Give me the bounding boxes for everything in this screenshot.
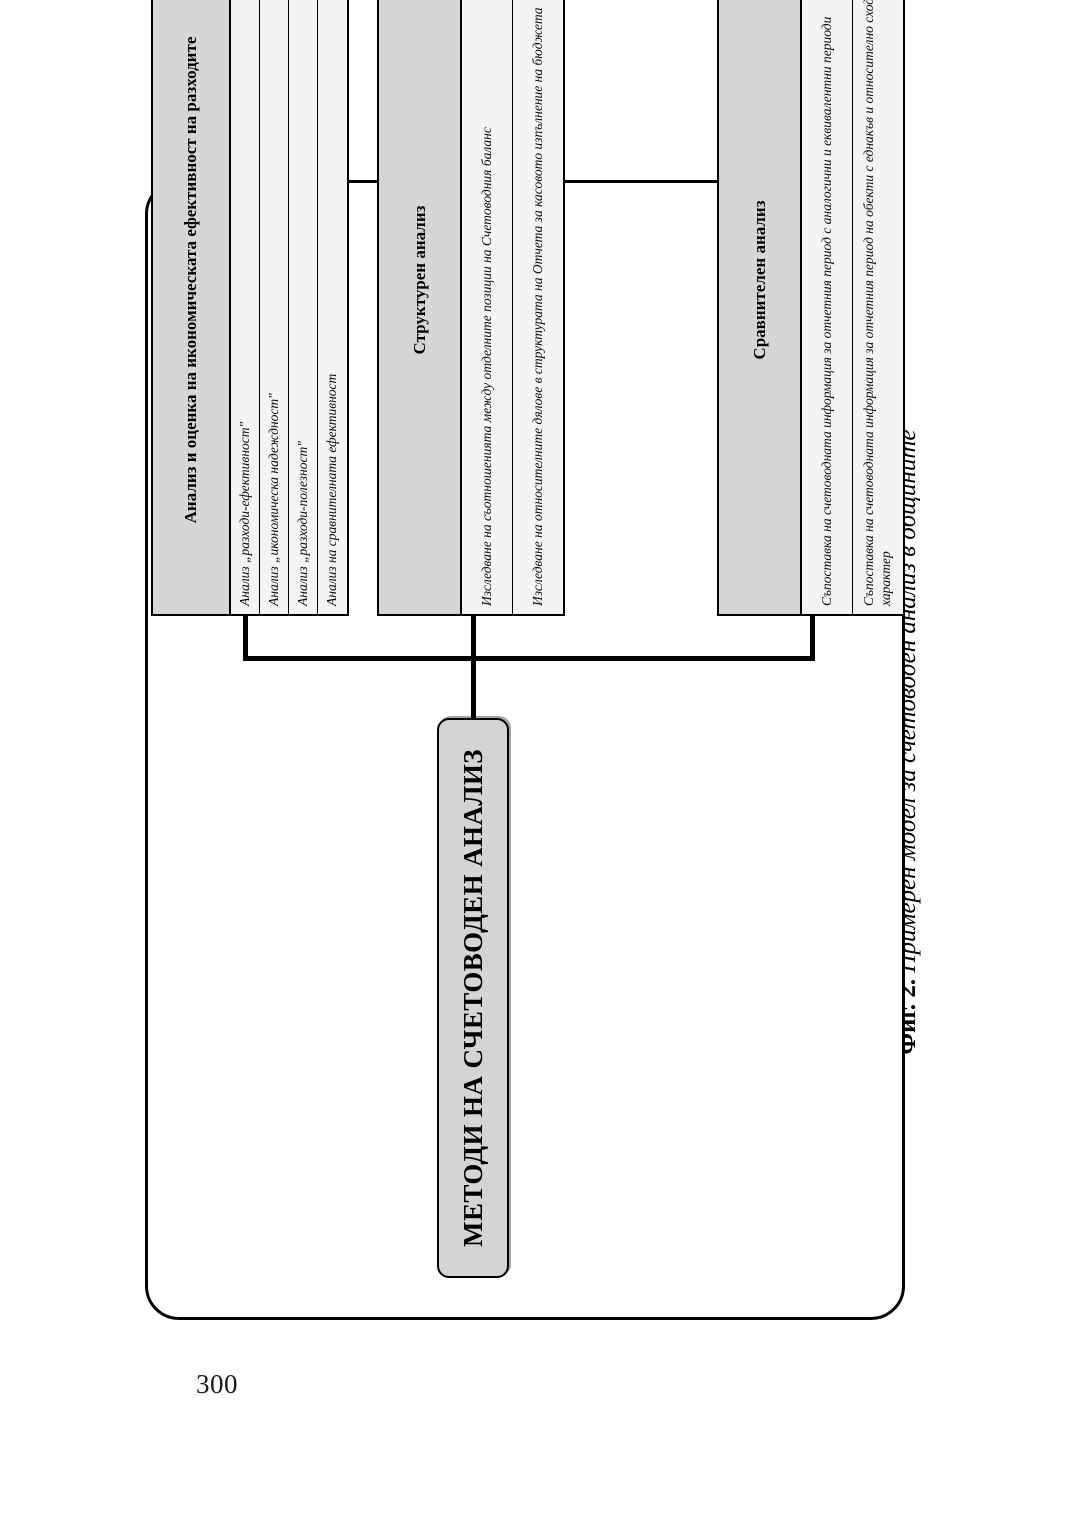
method-group-header: Анализ и оценка на икономическата ефекти… — [153, 0, 232, 614]
root-node-label: МЕТОДИ НА СЧЕТОВОДЕН АНАЛИЗ — [457, 749, 488, 1247]
method-item: Изследване на относителните дялове в стр… — [529, 7, 545, 607]
method-group-header: Структурен анализ — [379, 0, 463, 614]
method-item: Съпоставка на счетоводната информация за… — [802, 0, 853, 614]
method-group-analiz-efektivnost: Анализ и оценка на икономическата ефекти… — [151, 0, 349, 616]
figure-diagram: МЕТОДИ НА СЧЕТОВОДЕН АНАЛИЗ Анализ и оце… — [145, 0, 905, 1320]
connector-spine — [245, 656, 815, 661]
connector-trunk — [471, 656, 476, 718]
connector-stub-branch-2 — [471, 615, 476, 661]
method-item: Анализ „разходи-полезност" — [289, 0, 319, 614]
method-group-header: Сравнителен анализ — [719, 0, 803, 614]
page-number: 300 — [196, 1369, 238, 1399]
method-item: Анализ на сравнителната ефективност — [324, 373, 340, 606]
method-group-strukturen-analiz: Структурен анализ Изследване на съотноше… — [377, 0, 565, 616]
connector-stub-branch-3 — [810, 615, 815, 661]
method-item: Анализ „разходи-ефективност" — [231, 0, 261, 614]
method-item: Изследване на съотношенията между отделн… — [462, 0, 513, 614]
root-node-methods-of-accounting-analysis: МЕТОДИ НА СЧЕТОВОДЕН АНАЛИЗ — [437, 718, 509, 1278]
connector-stub-branch-1 — [243, 615, 248, 661]
method-item: Съпоставка на счетоводната информация за… — [861, 0, 893, 606]
method-item: Анализ „икономическа надеждност" — [260, 0, 290, 614]
method-group-sravnitelen-analiz: Сравнителен анализ Съпоставка на счетово… — [717, 0, 905, 616]
